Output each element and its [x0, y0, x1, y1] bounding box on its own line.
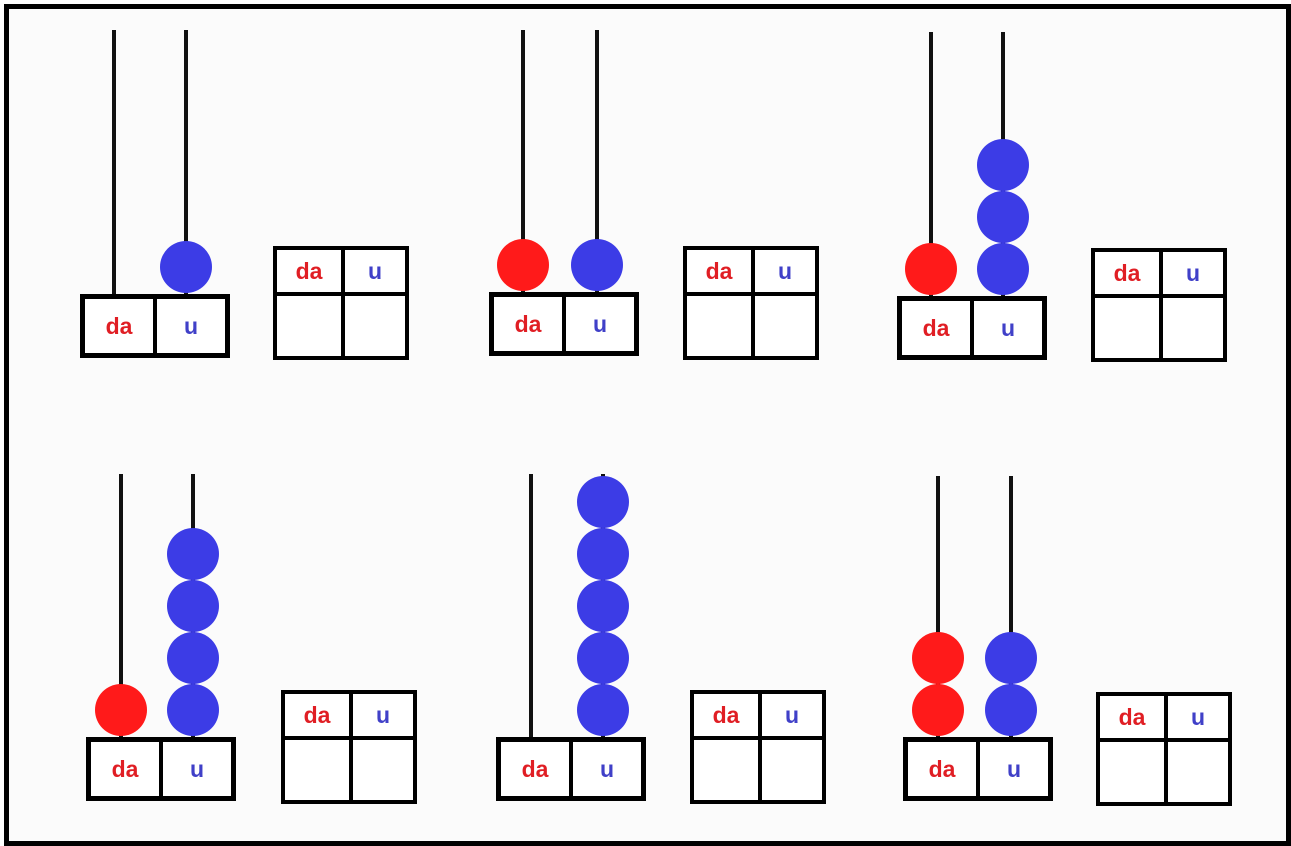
tens-label: da	[514, 310, 542, 337]
answer-units-header: u	[1159, 252, 1223, 294]
tens-label: da	[105, 312, 133, 339]
units-label: u	[569, 742, 641, 796]
answer-tens-cell[interactable]	[277, 292, 341, 356]
answer-units-header: u	[751, 250, 815, 292]
answer-units-cell[interactable]	[751, 292, 815, 356]
answer-units-header: u	[1164, 696, 1228, 738]
answer-units-cell[interactable]	[758, 736, 822, 800]
answer-units-cell[interactable]	[1164, 738, 1228, 802]
tens-label: da	[111, 755, 139, 782]
answer-units-cell[interactable]	[349, 736, 413, 800]
tens-label: da	[922, 314, 950, 341]
answer-units-cell[interactable]	[1159, 294, 1223, 358]
answer-tens-cell[interactable]	[687, 292, 751, 356]
units-label: u	[153, 299, 225, 353]
answer-tens-cell[interactable]	[1100, 738, 1164, 802]
units-label: u	[159, 742, 231, 796]
answer-tens-header: da	[712, 701, 740, 728]
answer-tens-cell[interactable]	[694, 736, 758, 800]
answer-tens-header: da	[295, 257, 323, 284]
answer-tens-header: da	[303, 701, 331, 728]
answer-units-header: u	[758, 694, 822, 736]
units-label: u	[970, 301, 1042, 355]
answer-tens-header: da	[705, 257, 733, 284]
tens-label: da	[521, 755, 549, 782]
answer-units-header: u	[341, 250, 405, 292]
answer-tens-header: da	[1118, 703, 1146, 730]
answer-units-header: u	[349, 694, 413, 736]
answer-units-cell[interactable]	[341, 292, 405, 356]
answer-tens-cell[interactable]	[1095, 294, 1159, 358]
answer-tens-cell[interactable]	[285, 736, 349, 800]
answer-tens-header: da	[1113, 259, 1141, 286]
units-label: u	[562, 297, 634, 351]
tens-label: da	[928, 755, 956, 782]
units-label: u	[976, 742, 1048, 796]
